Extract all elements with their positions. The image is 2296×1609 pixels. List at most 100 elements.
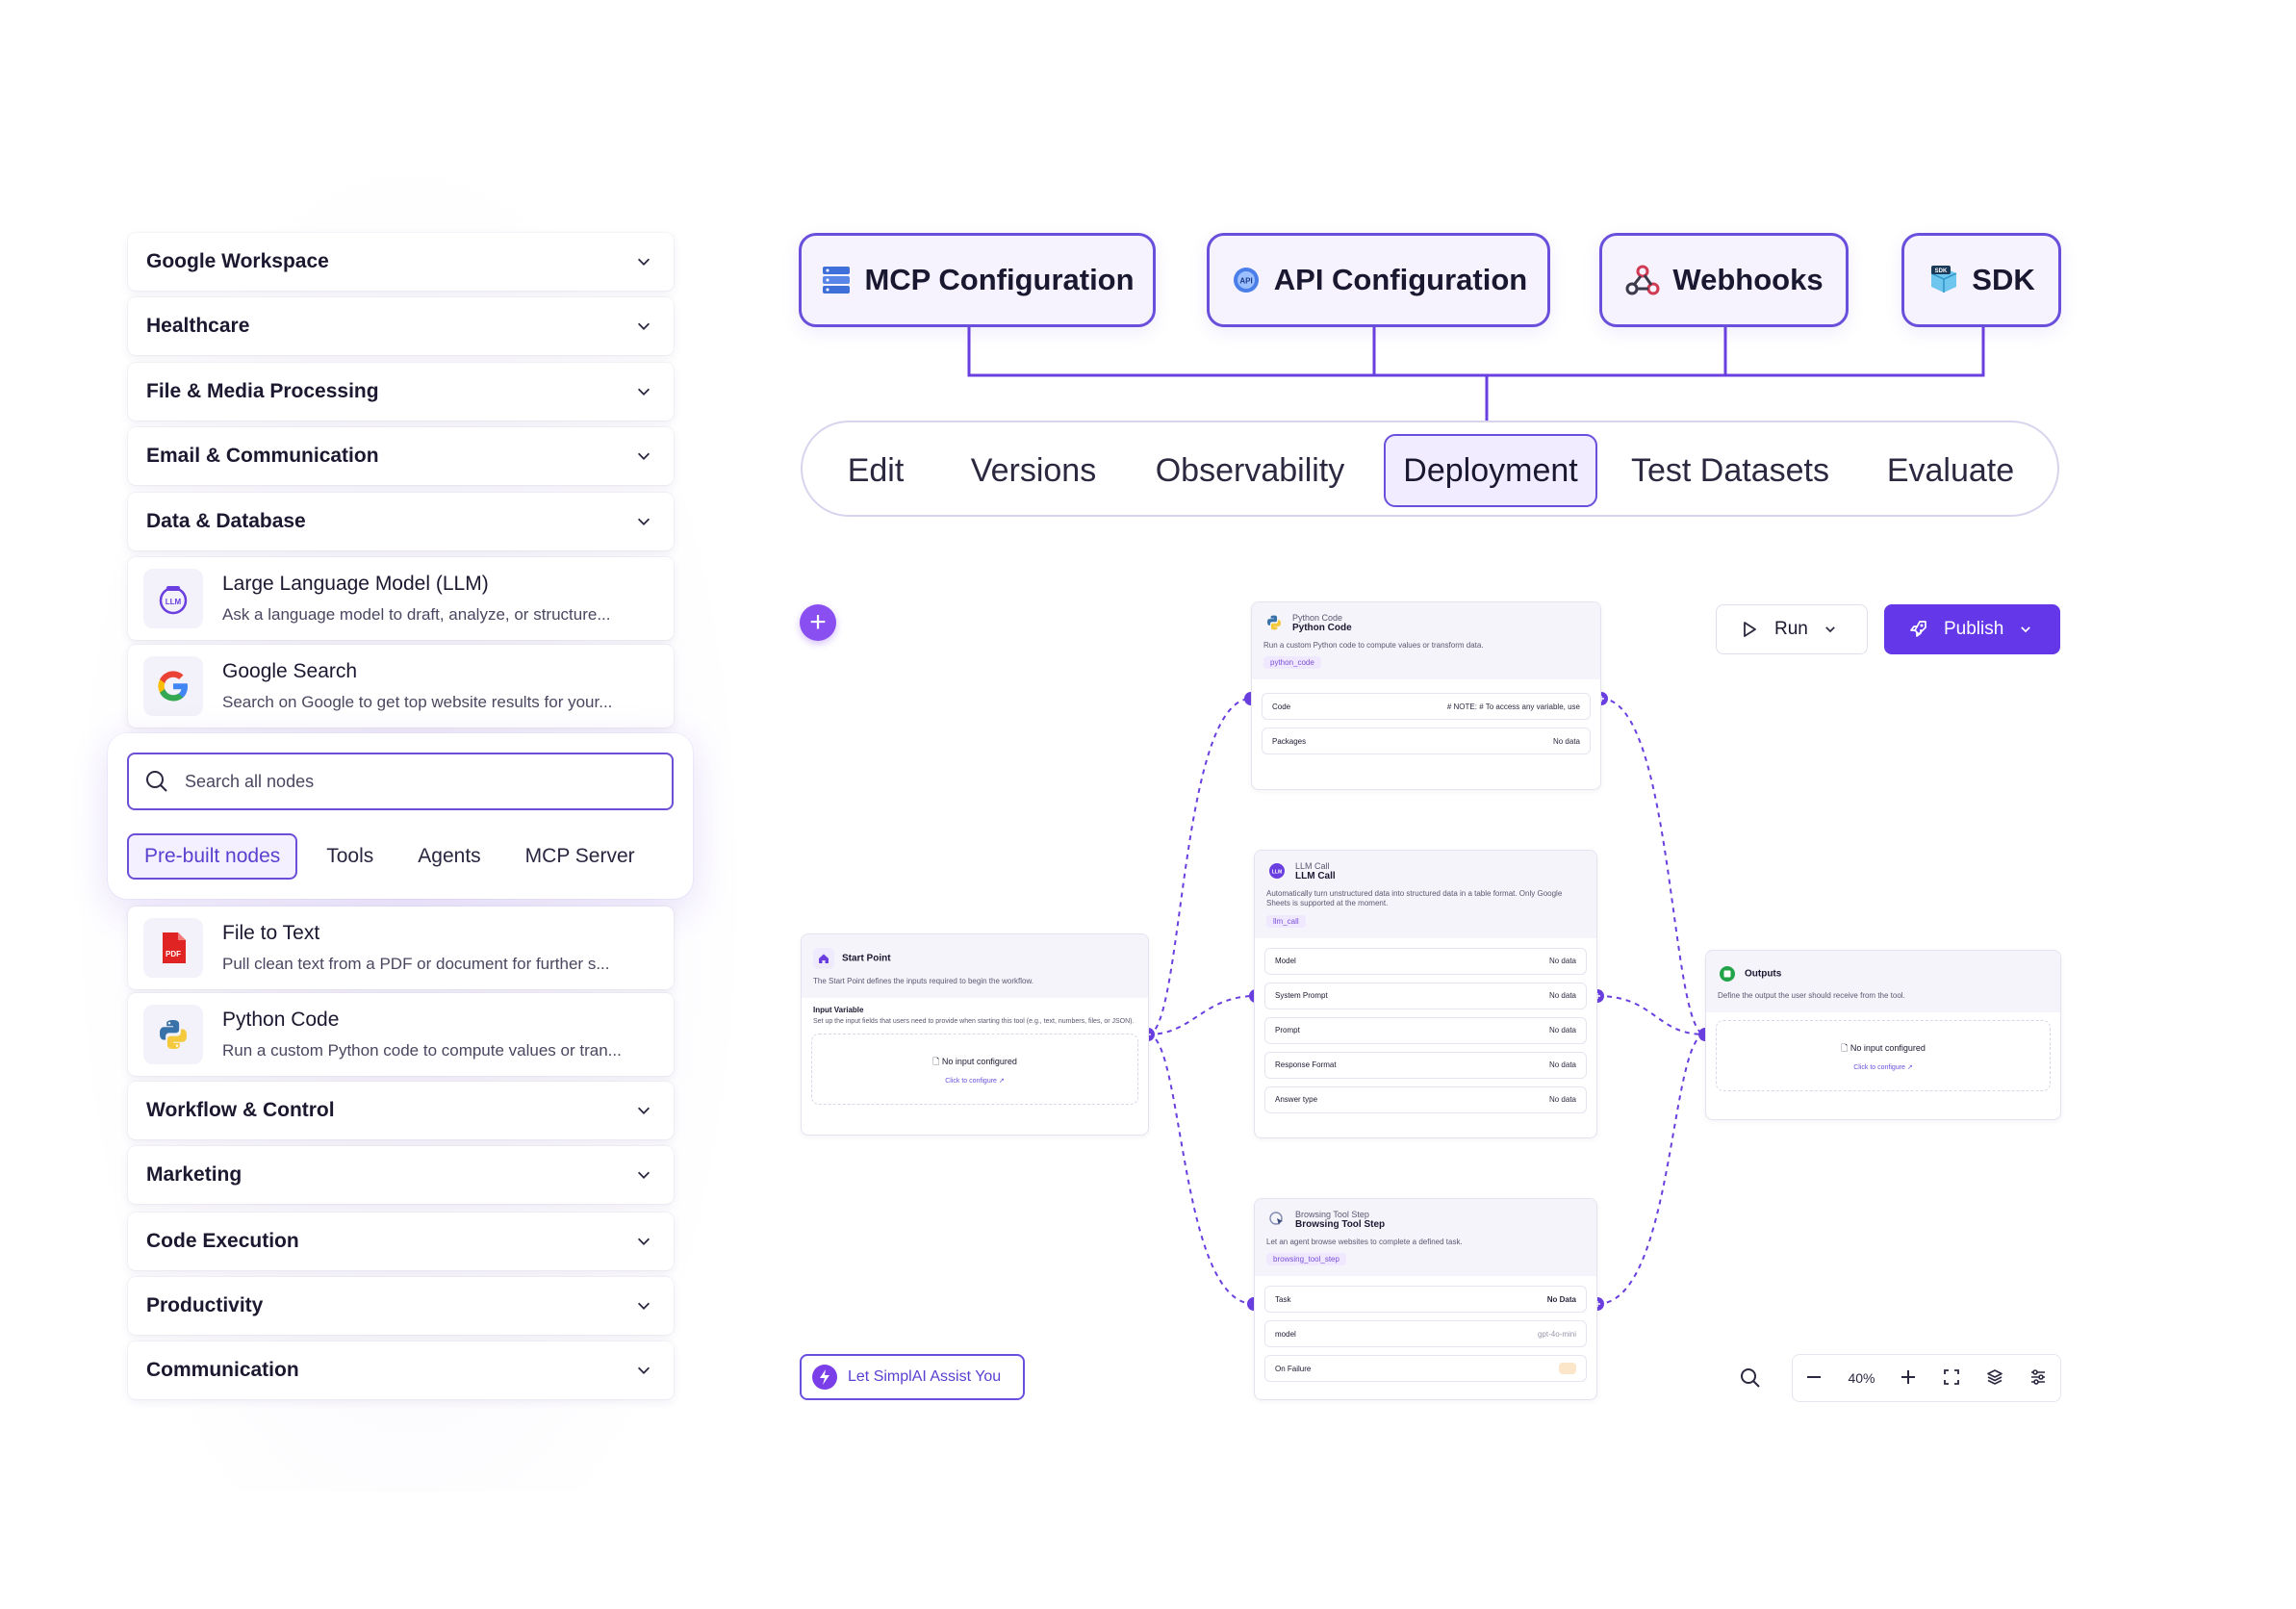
field-label: Code [1272,702,1291,711]
category-communication[interactable]: Communication [128,1341,674,1399]
chip-mcp-server[interactable]: MCP Server [509,833,651,880]
category-data-database[interactable]: Data & Database [128,493,674,550]
tab-test-datasets[interactable]: Test Datasets [1631,451,1829,489]
minus-icon [1807,1375,1822,1378]
search-box[interactable] [127,753,674,810]
tab-deployment[interactable]: Deployment [1384,434,1597,507]
cursor-icon [1266,1209,1288,1230]
node-description: Run a custom Python code to compute valu… [1263,641,1484,650]
sdk-icon: SDK [1930,266,1957,293]
node-title: Python Code [222,1009,340,1031]
svg-text:LLM: LLM [1272,870,1282,876]
start-description: The Start Point defines the inputs requi… [813,977,1034,985]
chevron-down-icon [637,322,651,330]
category-marketing[interactable]: Marketing [128,1146,674,1204]
webhooks-button[interactable]: Webhooks [1599,233,1849,327]
node-description: Automatically turn unstructured data int… [1266,889,1563,908]
mcp-configuration-button[interactable]: MCP Configuration [799,233,1156,327]
zoom-controls: 40% [1792,1354,2061,1402]
category-label: Productivity [146,1294,264,1316]
fit-view-button[interactable] [1942,1367,1961,1390]
field-value: No data [1548,1095,1576,1105]
node-type: Browsing Tool Step [1295,1209,1369,1219]
python-code-node[interactable]: Python Code Python Code Run a custom Pyt… [1251,601,1601,790]
configure-link[interactable]: Click to configure ↗ [945,1077,1005,1085]
start-title: Start Point [842,953,891,964]
category-label: Communication [146,1359,299,1381]
api-icon: API [1233,268,1259,293]
node-tag: browsing_tool_step [1266,1253,1346,1266]
api-configuration-button[interactable]: API API Configuration [1207,233,1550,327]
node-item-file-to-text[interactable]: PDF File to Text Pull clean text from a … [128,907,674,989]
category-label: Workflow & Control [146,1099,335,1121]
category-productivity[interactable]: Productivity [128,1277,674,1335]
zoom-level: 40% [1848,1370,1875,1386]
field-value: gpt-4o-mini [1537,1329,1576,1339]
outputs-node[interactable]: Outputs Define the output the user shoul… [1705,950,2061,1120]
configure-link[interactable]: Click to configure ↗ [1853,1063,1913,1071]
tab-edit[interactable]: Edit [847,451,905,489]
start-point-node[interactable]: Start Point The Start Point defines the … [801,933,1149,1136]
zoom-out-button[interactable] [1804,1367,1824,1390]
settings-button[interactable] [2028,1367,2048,1390]
empty-label: No input configured [1850,1042,1926,1053]
add-node-button[interactable]: + [800,604,836,641]
browsing-tool-node[interactable]: Browsing Tool Step Browsing Tool Step Le… [1254,1198,1597,1400]
node-title: Python Code [1292,622,1352,633]
svg-text:LLM: LLM [166,598,182,606]
sdk-button[interactable]: SDK SDK [1901,233,2061,327]
pdf-icon: PDF [143,918,203,978]
field-label: On Failure [1275,1364,1312,1373]
chip-agents[interactable]: Agents [402,833,497,880]
start-empty-state[interactable]: 🗋 No input configured Click to configure… [811,1034,1138,1106]
layers-icon [1987,1368,2003,1385]
zoom-in-button[interactable] [1899,1367,1918,1390]
tab-observability[interactable]: Observability [1155,451,1345,489]
category-file-media[interactable]: File & Media Processing [128,363,674,421]
search-input[interactable] [185,771,647,792]
run-button[interactable]: Run [1716,604,1868,654]
canvas-search-button[interactable] [1732,1360,1769,1396]
category-email-communication[interactable]: Email & Communication [128,427,674,485]
chevron-down-icon [1825,626,1835,633]
category-workflow-control[interactable]: Workflow & Control [128,1082,674,1139]
field-label: Answer type [1275,1095,1318,1105]
field-label: Task [1275,1294,1291,1304]
field-on-failure[interactable]: On Failure [1264,1355,1587,1383]
field-label: Prompt [1275,1026,1300,1035]
sliders-icon [2031,1368,2046,1385]
chevron-down-icon [637,452,651,460]
category-healthcare[interactable]: Healthcare [128,297,674,355]
google-icon [143,656,203,716]
search-icon [1741,1368,1760,1388]
node-item-python-code[interactable]: Python Code Run a custom Python code to … [128,993,674,1076]
on-failure-toggle[interactable] [1559,1363,1576,1375]
simplai-assist-button[interactable]: Let SimplAI Assist You [800,1354,1025,1400]
chip-tools[interactable]: Tools [311,833,390,880]
field-value: No data [1548,957,1576,966]
chip-pre-built-nodes[interactable]: Pre-built nodes [127,833,298,880]
outputs-empty-state[interactable]: 🗋 No input configured Click to configure… [1716,1020,2051,1092]
category-google-workspace[interactable]: Google Workspace [128,233,674,291]
field-value: # NOTE: # To access any variable, use [1446,702,1580,711]
field-label: Packages [1272,736,1307,746]
node-description: Let an agent browse websites to complete… [1266,1238,1463,1246]
node-item-google-search[interactable]: Google Search Search on Google to get to… [128,645,674,728]
field-code[interactable]: Code # NOTE: # To access any variable, us… [1262,693,1591,721]
llm-call-node[interactable]: LLM LLM Call LLM Call Automatically turn… [1254,850,1597,1138]
category-code-execution[interactable]: Code Execution [128,1213,674,1270]
publish-button[interactable]: Publish [1884,604,2060,654]
tab-evaluate[interactable]: Evaluate [1886,451,2015,489]
layers-button[interactable] [1985,1367,2004,1390]
field-answer-type[interactable]: Answer type No data [1264,1085,1587,1113]
category-label: Email & Communication [146,445,379,467]
tab-versions[interactable]: Versions [970,451,1097,489]
node-item-llm[interactable]: LLM Large Language Model (LLM) Ask a lan… [128,557,674,640]
